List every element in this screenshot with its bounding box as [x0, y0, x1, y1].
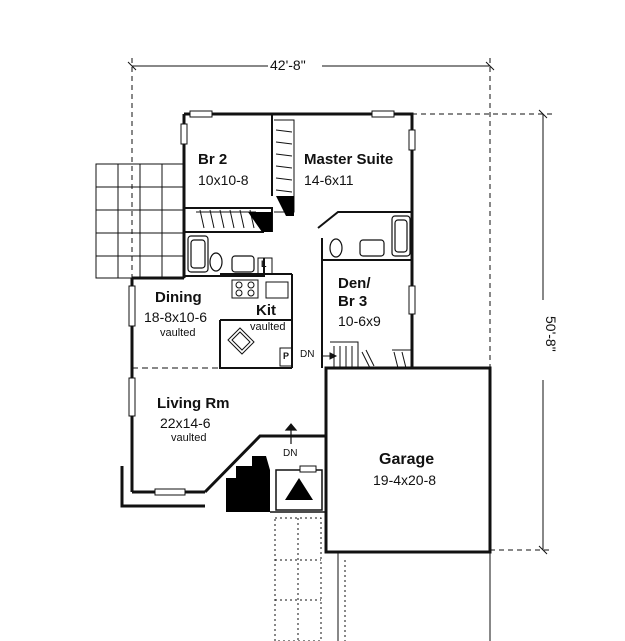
dining-note: vaulted [160, 327, 196, 339]
dining-size: 18-8x10-6 [144, 309, 208, 325]
laundry-label: L [261, 259, 267, 269]
patio-pavers [95, 163, 185, 279]
den-name-line2: Br 3 [338, 293, 368, 310]
windows [128, 110, 416, 496]
pantry-label: P [283, 351, 290, 361]
living-size: 22x14-6 [160, 415, 211, 431]
entry-up-arrow-icon [285, 478, 313, 500]
br2-name: Br 2 [198, 151, 228, 168]
garage-size: 19-4x20-8 [373, 472, 437, 488]
master-size: 14-6x11 [304, 172, 354, 188]
kit-note: vaulted [250, 321, 286, 333]
front-walk [274, 517, 491, 641]
down-arrow-icon [284, 423, 298, 444]
living-note: vaulted [171, 432, 207, 444]
fireplace [226, 456, 270, 512]
living-name: Living Rm [157, 395, 230, 412]
stairs [322, 341, 375, 369]
depth-dimension: 50'-8" [543, 316, 559, 352]
dimension-lines [127, 58, 552, 555]
master-name: Master Suite [304, 151, 394, 168]
entry-stair-label: DN [283, 448, 298, 459]
den-name-line1: Den/ [338, 275, 371, 292]
hall-stair-label: DN [300, 349, 315, 360]
front-door-mark [299, 465, 317, 473]
br2-size: 10x10-8 [198, 172, 249, 188]
bath-fixtures [187, 215, 411, 273]
width-dimension: 42'-8" [270, 57, 306, 73]
closet-solid-walls [248, 196, 294, 232]
kitchen-fixtures [227, 257, 293, 367]
den-size: 10-6x9 [338, 313, 381, 329]
kit-name: Kit [256, 302, 276, 319]
entry-porch [270, 436, 327, 513]
garage-name: Garage [379, 451, 435, 468]
dining-name: Dining [155, 289, 202, 306]
